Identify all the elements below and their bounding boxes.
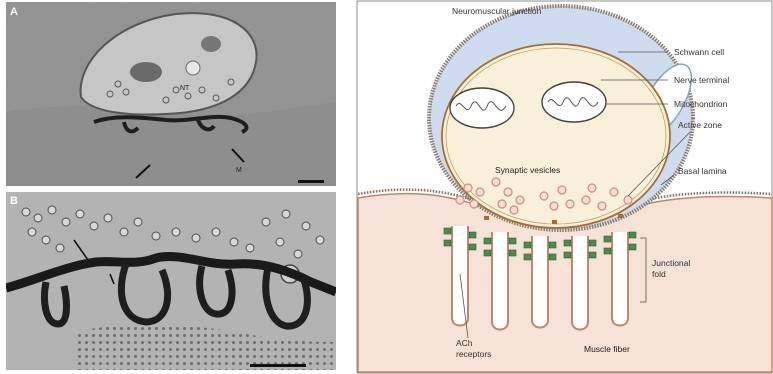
panel-letter-a: A <box>10 6 18 18</box>
diagram-title: Neuromuscular junction <box>452 6 542 16</box>
synaptic-vesicles-label: Synaptic vesicles <box>495 165 560 175</box>
nt-label: NT <box>180 85 190 92</box>
mitochondrion <box>542 82 606 122</box>
junctional-fold-label-2: fold <box>652 269 666 279</box>
muscle-fiber-label: Muscle fiber <box>584 344 630 354</box>
scale-bar <box>250 364 306 367</box>
micrograph-panel-b: B <box>6 192 336 370</box>
basal-lamina-label: Basal lamina <box>678 166 727 176</box>
m-label: M <box>236 167 242 174</box>
micrograph-panel-a: A NT M <box>6 2 336 186</box>
neuromuscular-junction-diagram: Neuromuscular junction Schwann cell Nerv… <box>356 0 773 374</box>
ach-receptors-label-2: receptors <box>456 349 491 359</box>
junctional-fold-label: Junctional <box>652 258 690 268</box>
active-zone-label: Active zone <box>678 120 722 130</box>
mitochondrion <box>450 88 514 128</box>
panel-letter-b: B <box>10 195 18 207</box>
mitochondrion-em <box>201 36 221 52</box>
scale-bar <box>298 180 324 183</box>
schwann-cell-label: Schwann cell <box>674 47 724 57</box>
mitochondrion-em <box>130 62 162 82</box>
mitochondrion-label: Mitochondrion <box>674 99 728 109</box>
ach-receptors-label: ACh <box>456 338 473 348</box>
nerve-terminal-label: Nerve terminal <box>674 75 729 85</box>
